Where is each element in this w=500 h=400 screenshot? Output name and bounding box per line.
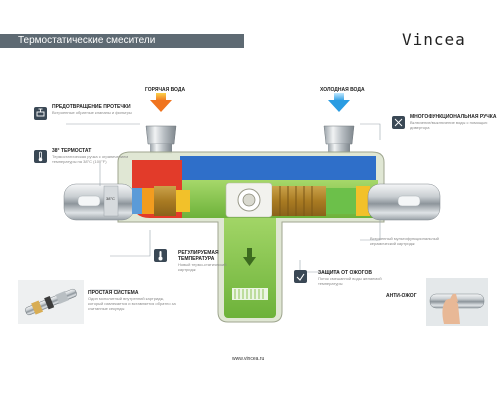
hand-shield-icon [294,270,307,283]
cold-inlet-arrow [328,100,350,112]
feature-thermostat-38: 38° ТЕРМОСТАТ Термостатическая ручка с о… [52,148,132,164]
feature-desc: Термостатическая ручка с ограничением те… [52,154,129,164]
cold-water-label: ХОЛОДНАЯ ВОДА [320,87,365,93]
cartridge-spring [176,190,190,212]
feature-ceramic-cartridge: Встроенный мультифункциональный керамиче… [370,236,460,246]
feature-simple-system: ПРОСТАЯ СИСТЕМА Один монолитный внутренн… [88,290,178,311]
feature-desc: Встроенный мультифункциональный керамиче… [370,236,439,246]
feature-desc: Встроенные обратные клапаны и фильтры [52,110,132,115]
tools-icon [18,280,84,324]
flow-down-arrow [243,257,256,266]
hot-inlet-nut [145,125,177,145]
handle-grip [77,195,101,207]
hot-water-label: ГОРЯЧАЯ ВОДА [145,87,186,93]
thermo-element [142,188,154,214]
feature-title: МНОГОФУНКЦИОНАЛЬНАЯ РУЧКА [410,114,497,120]
hot-inlet-pipe [150,144,172,154]
cold-inlet-pipe [328,144,350,154]
hot-side-ring [132,188,142,214]
feature-desc: Один монолитный внутренний картридж, кот… [88,296,176,311]
feature-desc: Поток смешанной воды желаемой температур… [318,276,382,286]
multi-handle-icon [392,116,405,129]
hot-arrow-shaft [156,93,166,101]
cold-water-channel [180,156,376,180]
diverter-grip [397,195,421,207]
feature-title: 38° ТЕРМОСТАТ [52,148,92,154]
feature-adjustable-temperature: РЕГУЛИРУЕМАЯ ТЕМПЕРАТУРА Новый термо-ста… [178,250,233,272]
feature-desc: Новый термо-статический картридж [178,262,227,272]
thermometer-icon [34,150,47,163]
cold-arrow-shaft [334,93,344,101]
hot-inlet-arrow [150,100,172,112]
feature-leak-prevention: ПРЕДОТВРАЩЕНИЕ ПРОТЕЧКИ Встроенные обрат… [52,104,142,115]
brand-logo: Vincea [402,30,466,49]
header-bar [0,34,244,48]
temperature-dial [103,185,119,217]
valve-icon [34,107,47,120]
anti-scald-photo [426,278,488,326]
feature-title: ПРЕДОТВРАЩЕНИЕ ПРОТЕЧКИ [52,104,131,110]
anti-scald-label: АНТИ-ОЖОГ [386,293,417,299]
feature-title: ПРОСТАЯ СИСТЕМА [88,290,139,296]
feature-scald-protection: ЗАЩИТА ОТ ОЖОГОВ Поток смешанной воды же… [318,270,398,286]
feature-multifunction-handle: МНОГОФУНКЦИОНАЛЬНАЯ РУЧКА Включение/выкл… [410,114,498,130]
temperature-icon [154,249,167,262]
right-spacer [356,186,370,216]
flow-arrow-shaft [247,248,252,258]
cold-inlet-nut [323,125,355,145]
feature-title: ЗАЩИТА ОТ ОЖОГОВ [318,270,372,276]
brass-cartridge [154,186,176,216]
dial-label: 38°C [106,196,115,201]
website-link[interactable]: www.vincea.ru [232,356,265,362]
ceramic-cartridge [272,186,326,216]
feature-title: РЕГУЛИРУЕМАЯ ТЕМПЕРАТУРА [178,250,219,262]
cartridge-seat [326,188,356,214]
page-title: Термостатические смесители [18,35,156,46]
feature-desc: Включение/выключение воды с помощью диве… [410,120,488,130]
